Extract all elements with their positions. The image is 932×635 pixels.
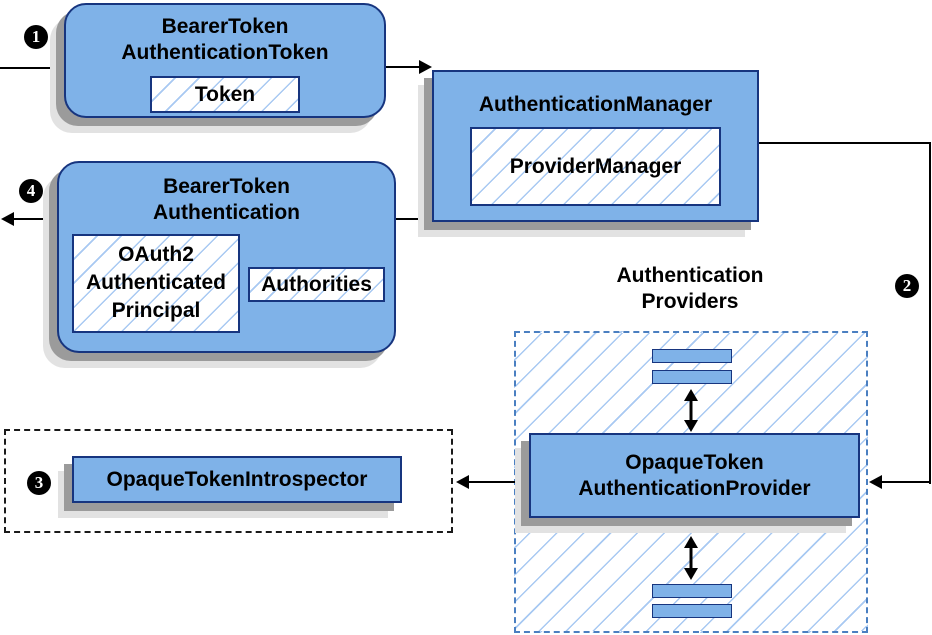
connector-step4-outgoing [12,218,57,220]
connector-manager-to-provider-down [929,142,931,484]
step-3-badge: 3 [27,471,51,495]
node-authorities: Authorities [248,267,385,302]
arrowhead-left-icon [456,475,469,489]
node-opaque-token-authentication-provider: OpaqueToken AuthenticationProvider [529,433,860,518]
node-provider-manager: ProviderManager [470,127,721,206]
node-bearer-token-authentication-token: BearerToken AuthenticationToken Token [64,3,386,118]
step-4-badge: 4 [19,179,43,203]
connector-manager-to-provider-top [759,142,931,144]
connector-step1-incoming [0,67,64,69]
provider-bar [652,370,732,384]
provider-bar [652,349,732,363]
arrowhead-left-icon [1,212,14,226]
authentication-providers-label: Authentication Providers [616,264,764,313]
connector-token-to-manager [386,66,420,68]
double-arrow-icon [684,389,698,432]
node-oauth2-authenticated-principal: OAuth2 Authenticated Principal [72,234,240,333]
double-arrow-icon [684,536,698,580]
step-1-badge: 1 [24,25,48,49]
provider-bar [652,604,732,618]
node-authentication-manager: AuthenticationManager ProviderManager [432,70,759,222]
connector-provider-to-introspector [468,481,529,483]
connector-manager-to-authentication [396,218,432,220]
step-2-badge: 2 [895,274,919,298]
node-title: OpaqueToken AuthenticationProvider [578,451,811,500]
node-bearer-token-authentication: BearerToken Authentication OAuth2 Authen… [57,161,396,353]
arrowhead-left-icon [869,475,882,489]
arrowhead-right-icon [419,60,432,74]
node-opaque-token-introspector: OpaqueTokenIntrospector [72,456,402,503]
connector-manager-to-provider-in [882,481,930,483]
node-title: BearerToken AuthenticationToken [121,15,329,64]
node-title: AuthenticationManager [478,93,713,116]
provider-bar [652,584,732,598]
node-title: BearerToken Authentication [153,175,300,224]
node-token: Token [150,76,300,113]
